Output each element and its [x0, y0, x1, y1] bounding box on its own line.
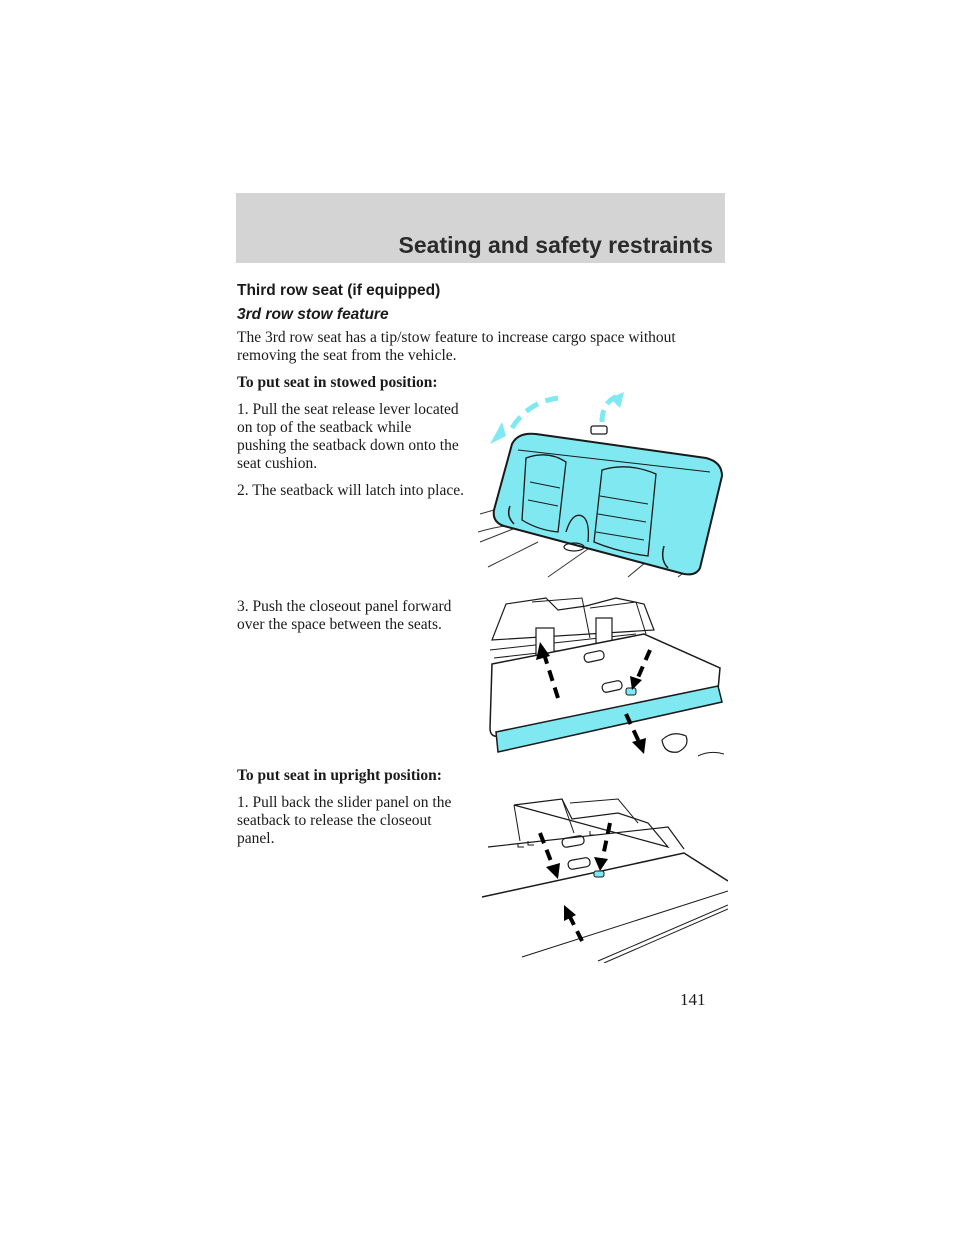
upright-heading: To put seat in upright position: [237, 767, 442, 784]
header-title: Seating and safety restraints [398, 232, 713, 258]
closeout-panel-forward-illustration [489, 597, 725, 757]
header-band: Seating and safety restraints [236, 193, 725, 263]
stowed-step1-line4: seat cushion. [237, 455, 318, 472]
seatback-fold-illustration [478, 392, 724, 578]
stowed-step3-line2: over the space between the seats. [237, 616, 442, 633]
stowed-heading: To put seat in stowed position: [237, 374, 438, 391]
upright-step1-line3: panel. [237, 830, 275, 847]
section-heading: Third row seat (if equipped) [237, 282, 441, 299]
stowed-step1-line1: 1. Pull the seat release lever located [237, 401, 459, 418]
slider-panel-release-illustration [481, 798, 728, 963]
intro-line-2: removing the seat from the vehicle. [237, 347, 457, 364]
page-number: 141 [680, 990, 706, 1009]
stowed-step3-line1: 3. Push the closeout panel forward [237, 598, 452, 615]
intro-line-1: The 3rd row seat has a tip/stow feature … [237, 329, 676, 346]
stowed-step2: 2. The seatback will latch into place. [237, 482, 464, 499]
section-subheading: 3rd row stow feature [237, 306, 389, 323]
upright-step1-line1: 1. Pull back the slider panel on the [237, 794, 452, 811]
stowed-step1-line3: pushing the seatback down onto the [237, 437, 459, 454]
upright-step1-line2: seatback to release the closeout [237, 812, 432, 829]
stowed-step1-line2: on top of the seatback while [237, 419, 412, 436]
